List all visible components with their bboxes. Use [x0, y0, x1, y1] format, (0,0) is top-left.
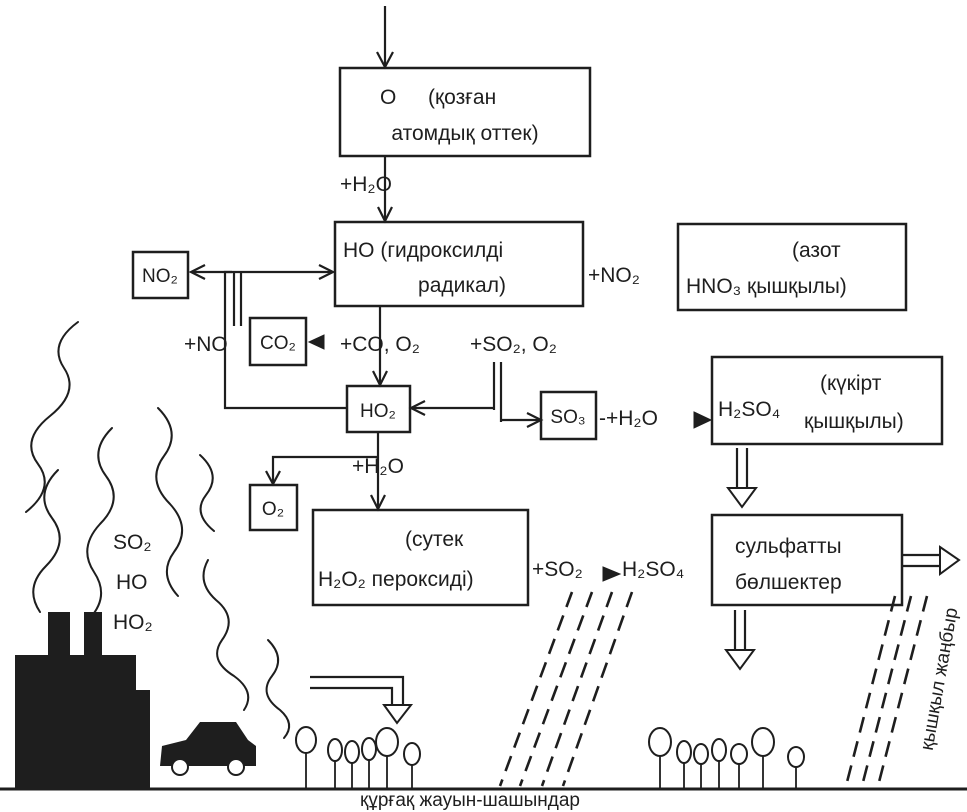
rain-line	[498, 591, 574, 787]
reagent-h2o-ho2: +H₂O	[352, 455, 404, 478]
rain-icon	[498, 591, 929, 787]
smoke-plume-2	[32, 469, 61, 613]
arrow-to-h2so4-head	[693, 411, 713, 429]
peroxide-label-1: (сутек	[405, 528, 464, 551]
reagent-h2o-top: +H₂O	[340, 173, 392, 196]
tree-icon	[375, 727, 399, 788]
so3-label: SO₃	[550, 407, 585, 428]
rain-line	[844, 595, 897, 787]
peroxide-label-2: H₂O₂ пероксиді)	[318, 568, 474, 591]
o2-label: O₂	[262, 499, 284, 520]
excited-oxygen-label-1: (қозған	[428, 86, 496, 109]
nitric-acid-label-2: HNO₃ қышқылы)	[686, 275, 847, 298]
reagent-so2: +SO₂	[532, 558, 583, 581]
reagent-no: +NO	[184, 333, 228, 356]
hollow-arrow-h2so4-head	[726, 487, 758, 509]
arrow-to-no2-head	[188, 264, 206, 280]
dry-deposition-caption: құрғақ жауын-шашындар	[360, 790, 580, 811]
excited-oxygen-symbol: O	[380, 86, 396, 109]
co2-box	[248, 316, 308, 367]
smoke-plume-3	[86, 427, 115, 619]
emission-label-ho: HO	[116, 571, 148, 594]
arrow-ho2-to-ho-head	[318, 264, 336, 280]
smoke-plume-6	[202, 559, 250, 711]
factory-icon	[15, 612, 150, 788]
tree-icon	[676, 740, 692, 788]
tree-icon	[327, 738, 343, 788]
ho2-label: HO₂	[360, 401, 396, 422]
rain-line	[540, 591, 614, 787]
arrow-ho2-to-ho-loop	[223, 270, 347, 410]
reagent-so2-o2: +SO₂, O₂	[470, 333, 557, 356]
tree-icon	[344, 740, 360, 788]
tree-icon	[751, 727, 775, 788]
tree-icon	[711, 738, 727, 788]
sulfate-label-1: сульфатты	[735, 535, 842, 558]
tree-icon	[730, 743, 748, 788]
tree-group-left	[295, 726, 421, 788]
tree-icon	[787, 746, 805, 788]
sulfate-label-2: бөлшектер	[735, 571, 842, 594]
sulfuric-acid-label-2: қышқылы)	[804, 410, 904, 433]
emission-label-ho2: HO₂	[113, 611, 153, 634]
sulfuric-acid-formula: H₂SO₄	[718, 398, 780, 421]
hydroxyl-box	[333, 220, 585, 308]
car-wheel-front	[171, 758, 189, 776]
arrow-to-o2	[271, 455, 378, 483]
hollow-arrow-sulfate-head	[724, 649, 756, 671]
tree-icon	[361, 737, 377, 788]
so3-box	[539, 390, 598, 441]
dry-deposition-arrow-outer	[310, 675, 405, 705]
car-body	[160, 722, 256, 766]
rain-line	[860, 595, 913, 787]
nitric-acid-label-1: (азот	[792, 239, 841, 262]
excited-oxygen-box	[338, 66, 592, 158]
co2-label: CO₂	[260, 333, 296, 354]
smoke-plume-7	[265, 639, 291, 739]
acid-rain-caption: қышқыл жаңбыр	[917, 606, 963, 752]
rain-line	[518, 591, 594, 787]
dry-deposition-arrow-inner	[310, 686, 394, 705]
emission-label-so2: SO₂	[113, 531, 152, 554]
tree-icon	[295, 726, 317, 788]
sulfuric-acid-label-1: (күкірт	[820, 372, 882, 395]
tree-icon	[648, 727, 672, 788]
product-h2so4: H₂SO₄	[622, 558, 684, 581]
sulfate-box	[710, 513, 904, 607]
tree-icon	[403, 742, 421, 788]
tree-icon	[693, 743, 709, 788]
car-icon	[160, 722, 256, 776]
reagent-no2: +NO₂	[588, 264, 640, 287]
rain-line	[876, 595, 929, 787]
o2-box	[248, 483, 299, 532]
hydroxyl-label-2: радикал)	[418, 274, 506, 297]
no2-box	[131, 250, 190, 300]
nitric-acid-box	[676, 222, 908, 312]
car-wheel-rear	[227, 758, 245, 776]
dry-deposition-arrow-head	[382, 704, 414, 725]
no2-label: NO₂	[142, 266, 178, 287]
arrow-to-co2-head	[307, 334, 325, 350]
smoke-plume-1	[25, 321, 79, 513]
arrow-to-ho2-head	[408, 400, 426, 416]
excited-oxygen-label-2: атомдық оттек)	[391, 122, 538, 145]
tree-group-right	[648, 727, 805, 788]
arrow-to-product-head	[602, 566, 622, 582]
reagent-h2o-so3: -+H₂O	[599, 407, 658, 430]
rain-line	[561, 591, 634, 787]
smoke-icon	[25, 321, 291, 739]
peroxide-box	[311, 508, 530, 607]
smoke-plume-4	[155, 407, 183, 597]
smoke-plume-5	[199, 454, 215, 532]
sulfuric-acid-box	[710, 355, 944, 446]
hydroxyl-label-1: HO (гидроксилді	[343, 239, 503, 262]
hollow-arrow-right-head	[939, 545, 961, 576]
